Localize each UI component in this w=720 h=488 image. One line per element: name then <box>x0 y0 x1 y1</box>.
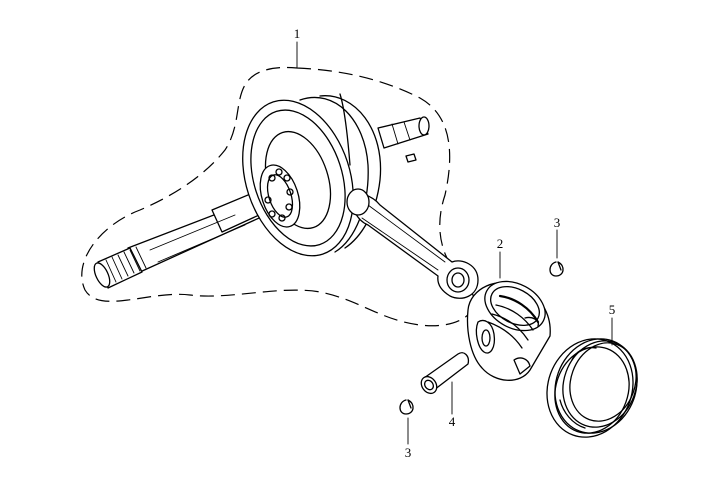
piston-pin-circlip-lower <box>399 399 414 415</box>
connecting-rod <box>346 188 479 299</box>
piston <box>466 280 551 381</box>
callout-2-piston: 2 <box>497 236 504 251</box>
crank-flywheel-left <box>242 99 354 257</box>
callout-4-piston-pin: 4 <box>449 414 456 429</box>
crankshaft-assembly <box>93 93 479 299</box>
callout-3-circlip-lower: 3 <box>405 445 412 460</box>
main-bearing <box>259 164 301 228</box>
callout-5-piston-rings: 5 <box>609 302 616 317</box>
piston-pin-circlip-upper <box>549 261 564 277</box>
callout-1-crankshaft: 1 <box>294 26 301 41</box>
crankshaft-right-shaft <box>377 116 430 163</box>
crankshaft-assembly-boundary <box>81 66 475 327</box>
piston-ring-set <box>546 338 638 438</box>
callout-3-circlip-upper: 3 <box>554 215 561 230</box>
piston-pin <box>420 352 470 395</box>
crank-flywheel-right <box>299 93 382 253</box>
crankshaft-left-shaft <box>93 189 271 289</box>
